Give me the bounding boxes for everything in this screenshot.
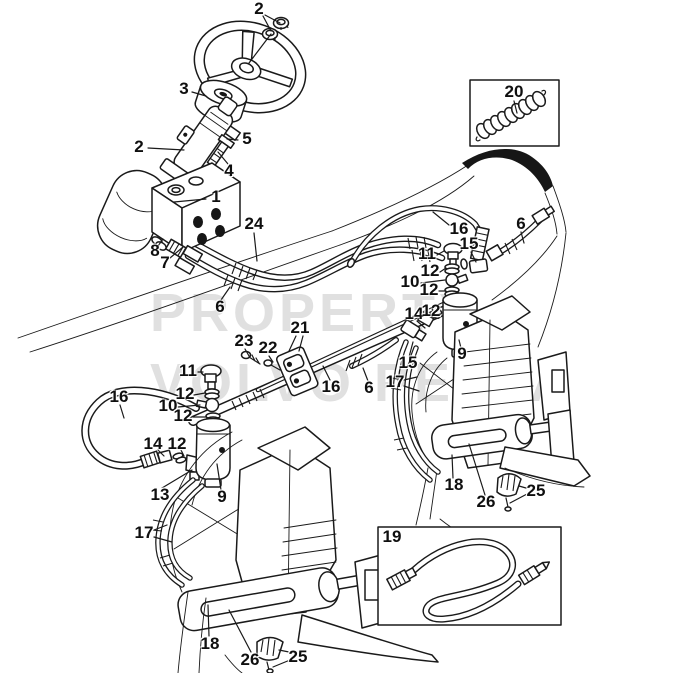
callout-6: 6 (364, 378, 374, 397)
tube-clamp (276, 346, 319, 397)
callout-17: 17 (134, 523, 154, 542)
wheel-nuts (261, 16, 290, 41)
callout-18: 18 (444, 475, 464, 494)
callout-12: 12 (420, 261, 440, 280)
left-cylinder-assembly (81, 364, 231, 488)
callout-5: 5 (242, 129, 252, 148)
callout-16: 16 (321, 377, 341, 396)
right-hoses-17 (390, 339, 441, 483)
callout-6: 6 (215, 297, 225, 316)
callout-12: 12 (419, 280, 439, 299)
callout-26: 26 (476, 492, 496, 511)
callout-22: 22 (258, 338, 278, 357)
callout-6: 6 (516, 214, 526, 233)
callout-19: 19 (382, 527, 402, 546)
callout-12: 12 (175, 384, 195, 403)
inset-box-spiral (469, 79, 560, 147)
callout-21: 21 (290, 318, 310, 337)
left-hoses-17 (151, 477, 205, 588)
right-drive-unit (411, 295, 591, 550)
callout-2: 2 (254, 0, 264, 18)
callout-25: 25 (526, 481, 546, 500)
leader-lines (119, 14, 528, 668)
top-hose-6 (485, 205, 555, 262)
callout-10: 10 (158, 396, 178, 415)
callout-26: 26 (240, 650, 260, 669)
callout-7: 7 (160, 253, 170, 272)
callout-25: 25 (288, 647, 308, 666)
callout-24: 24 (244, 214, 264, 233)
callout-15: 15 (459, 234, 479, 253)
helm-hoses (184, 235, 446, 293)
callout-14: 14 (404, 304, 424, 323)
callout-12: 12 (173, 406, 193, 425)
clamp-bolt-22 (263, 359, 281, 371)
mid-hose-6 (345, 319, 427, 372)
callout-12: 12 (421, 301, 441, 320)
callout-20: 20 (504, 82, 524, 101)
callout-2: 2 (134, 137, 144, 156)
callout-12: 12 (167, 434, 187, 453)
callout-11: 11 (179, 361, 197, 380)
callout-11: 11 (418, 244, 436, 263)
callout-4: 4 (224, 161, 234, 180)
callout-10: 10 (400, 272, 420, 291)
helm-fittings (151, 236, 204, 275)
callout-15: 15 (398, 353, 418, 372)
top-hose-16 (346, 205, 490, 274)
hose-crimps (223, 236, 431, 292)
spiral-wrap (475, 89, 547, 142)
callout-3: 3 (179, 79, 189, 98)
inset-box-hose (377, 526, 562, 626)
callout-9: 9 (217, 487, 227, 506)
callout-13: 13 (150, 485, 170, 504)
callout-18: 18 (200, 634, 220, 653)
callout-1: 1 (211, 187, 221, 206)
callout-23: 23 (234, 331, 254, 350)
boat-frame (17, 148, 567, 353)
callout-16: 16 (109, 387, 129, 406)
callout-8: 8 (150, 241, 160, 260)
callout-14: 14 (143, 434, 163, 453)
callout-16: 16 (449, 219, 469, 238)
callout-9: 9 (457, 344, 467, 363)
callout-17: 17 (385, 372, 405, 391)
helm-pump (96, 162, 241, 255)
